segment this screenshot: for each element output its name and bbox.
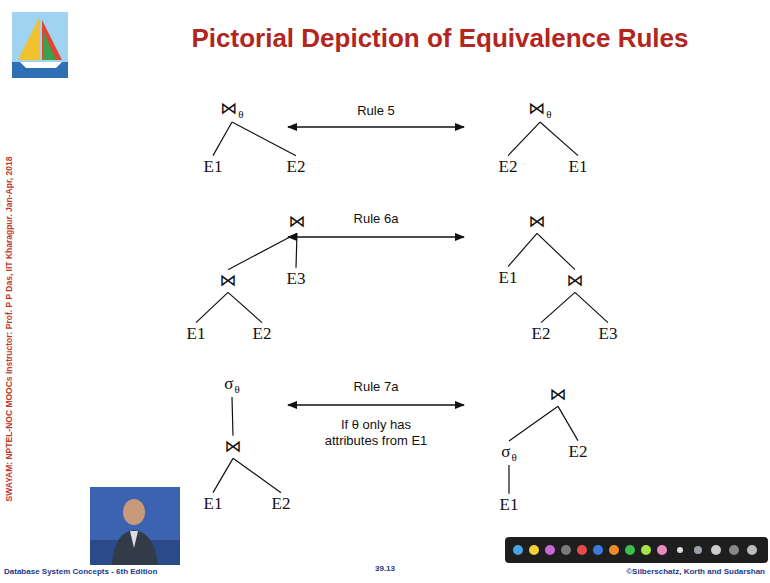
instructor-video <box>90 487 180 565</box>
tree-node: E2 <box>270 494 293 515</box>
operator-text: E2 <box>532 324 551 343</box>
tree-node: E3 <box>597 324 620 345</box>
operator-text: E2 <box>499 157 518 176</box>
tree-edge <box>508 465 509 494</box>
operator-text: E1 <box>569 157 588 176</box>
subscript-text: θ <box>546 108 551 120</box>
tree-node: E1 <box>567 157 590 178</box>
rule-label: Rule 7a <box>351 379 402 394</box>
condition-note: If θ only has attributes from E1 <box>316 417 436 450</box>
tree-node: σθ <box>222 374 241 396</box>
tree-node: ⋈ <box>548 385 569 406</box>
tree-node: E2 <box>251 324 274 345</box>
subscript-text: θ <box>511 451 516 463</box>
tree-edge <box>540 122 578 156</box>
subscript-text: θ <box>238 108 243 120</box>
tree-node: ⋈ <box>287 212 308 233</box>
operator-text: E1 <box>204 494 223 513</box>
operator-text: E1 <box>187 324 206 343</box>
tree-node: ⋈ <box>527 212 548 233</box>
book-title: Database System Concepts - 6th Edition <box>4 567 157 576</box>
tree-node: ⋈ <box>223 437 244 458</box>
rule-label: Rule 5 <box>354 103 398 118</box>
tree-edge <box>509 406 558 441</box>
tree-node: E1 <box>202 494 225 515</box>
tree-edge <box>541 292 575 322</box>
tree-node: σθ <box>499 442 518 464</box>
operator-text: E1 <box>500 495 519 514</box>
operator-text: ⋈ <box>289 212 306 231</box>
tree-node: E2 <box>285 157 308 178</box>
pen-toolbar <box>505 537 768 563</box>
tree-edge <box>296 233 297 267</box>
operator-text: σ <box>224 374 233 393</box>
tree-node: E1 <box>185 324 208 345</box>
sailboat-logo <box>12 12 68 78</box>
tree-edge <box>228 292 262 322</box>
tree-edge <box>196 292 228 322</box>
operator-text: σ <box>501 442 510 461</box>
tree-edge <box>213 122 232 156</box>
operator-text: E2 <box>287 157 306 176</box>
tree-edge <box>213 458 233 492</box>
operator-text: E2 <box>272 494 291 513</box>
tree-node: ⋈ <box>218 271 239 292</box>
operator-text: E1 <box>204 157 223 176</box>
operator-text: ⋈ <box>225 437 242 456</box>
slide-number: 39.13 <box>375 564 395 573</box>
operator-text: E3 <box>599 324 618 343</box>
operator-text: E1 <box>499 268 518 287</box>
tree-node: E3 <box>285 269 308 290</box>
tree-node: ⋈ <box>565 271 586 292</box>
tree-edge <box>508 233 537 266</box>
operator-text: ⋈ <box>220 271 237 290</box>
course-credit: SWAYAM: NPTEL-NOC MOOCs Instructor: Prof… <box>4 89 14 569</box>
copyright-note: ©Silberschatz, Korth and Sudarshan <box>626 567 765 576</box>
tree-edge <box>558 406 578 440</box>
operator-text: ⋈ <box>220 99 237 118</box>
operator-text: ⋈ <box>528 99 545 118</box>
operator-text: ⋈ <box>550 385 567 404</box>
tree-node: E2 <box>497 157 520 178</box>
equivalence-arrows <box>288 127 464 405</box>
operator-text: ⋈ <box>567 271 584 290</box>
tree-edge <box>537 233 575 269</box>
operator-text: ⋈ <box>529 212 546 231</box>
tree-node: ⋈θ <box>218 99 245 121</box>
tree-edge <box>228 233 297 269</box>
tree-edge <box>233 458 281 492</box>
operator-text: E3 <box>287 269 306 288</box>
tree-node: ⋈θ <box>526 99 553 121</box>
subscript-text: θ <box>234 383 239 395</box>
operator-text: E2 <box>569 442 588 461</box>
slide-title: Pictorial Depiction of Equivalence Rules <box>191 23 688 54</box>
tree-node: E2 <box>567 442 590 463</box>
tree-edge <box>232 122 296 156</box>
tree-edge <box>575 292 608 322</box>
tree-node: E1 <box>498 495 521 516</box>
rule-label: Rule 6a <box>351 211 402 226</box>
tree-edge <box>232 397 233 436</box>
tree-edge <box>508 122 540 156</box>
tree-node: E1 <box>497 268 520 289</box>
operator-text: E2 <box>253 324 272 343</box>
tree-node: E2 <box>530 324 553 345</box>
tree-node: E1 <box>202 157 225 178</box>
